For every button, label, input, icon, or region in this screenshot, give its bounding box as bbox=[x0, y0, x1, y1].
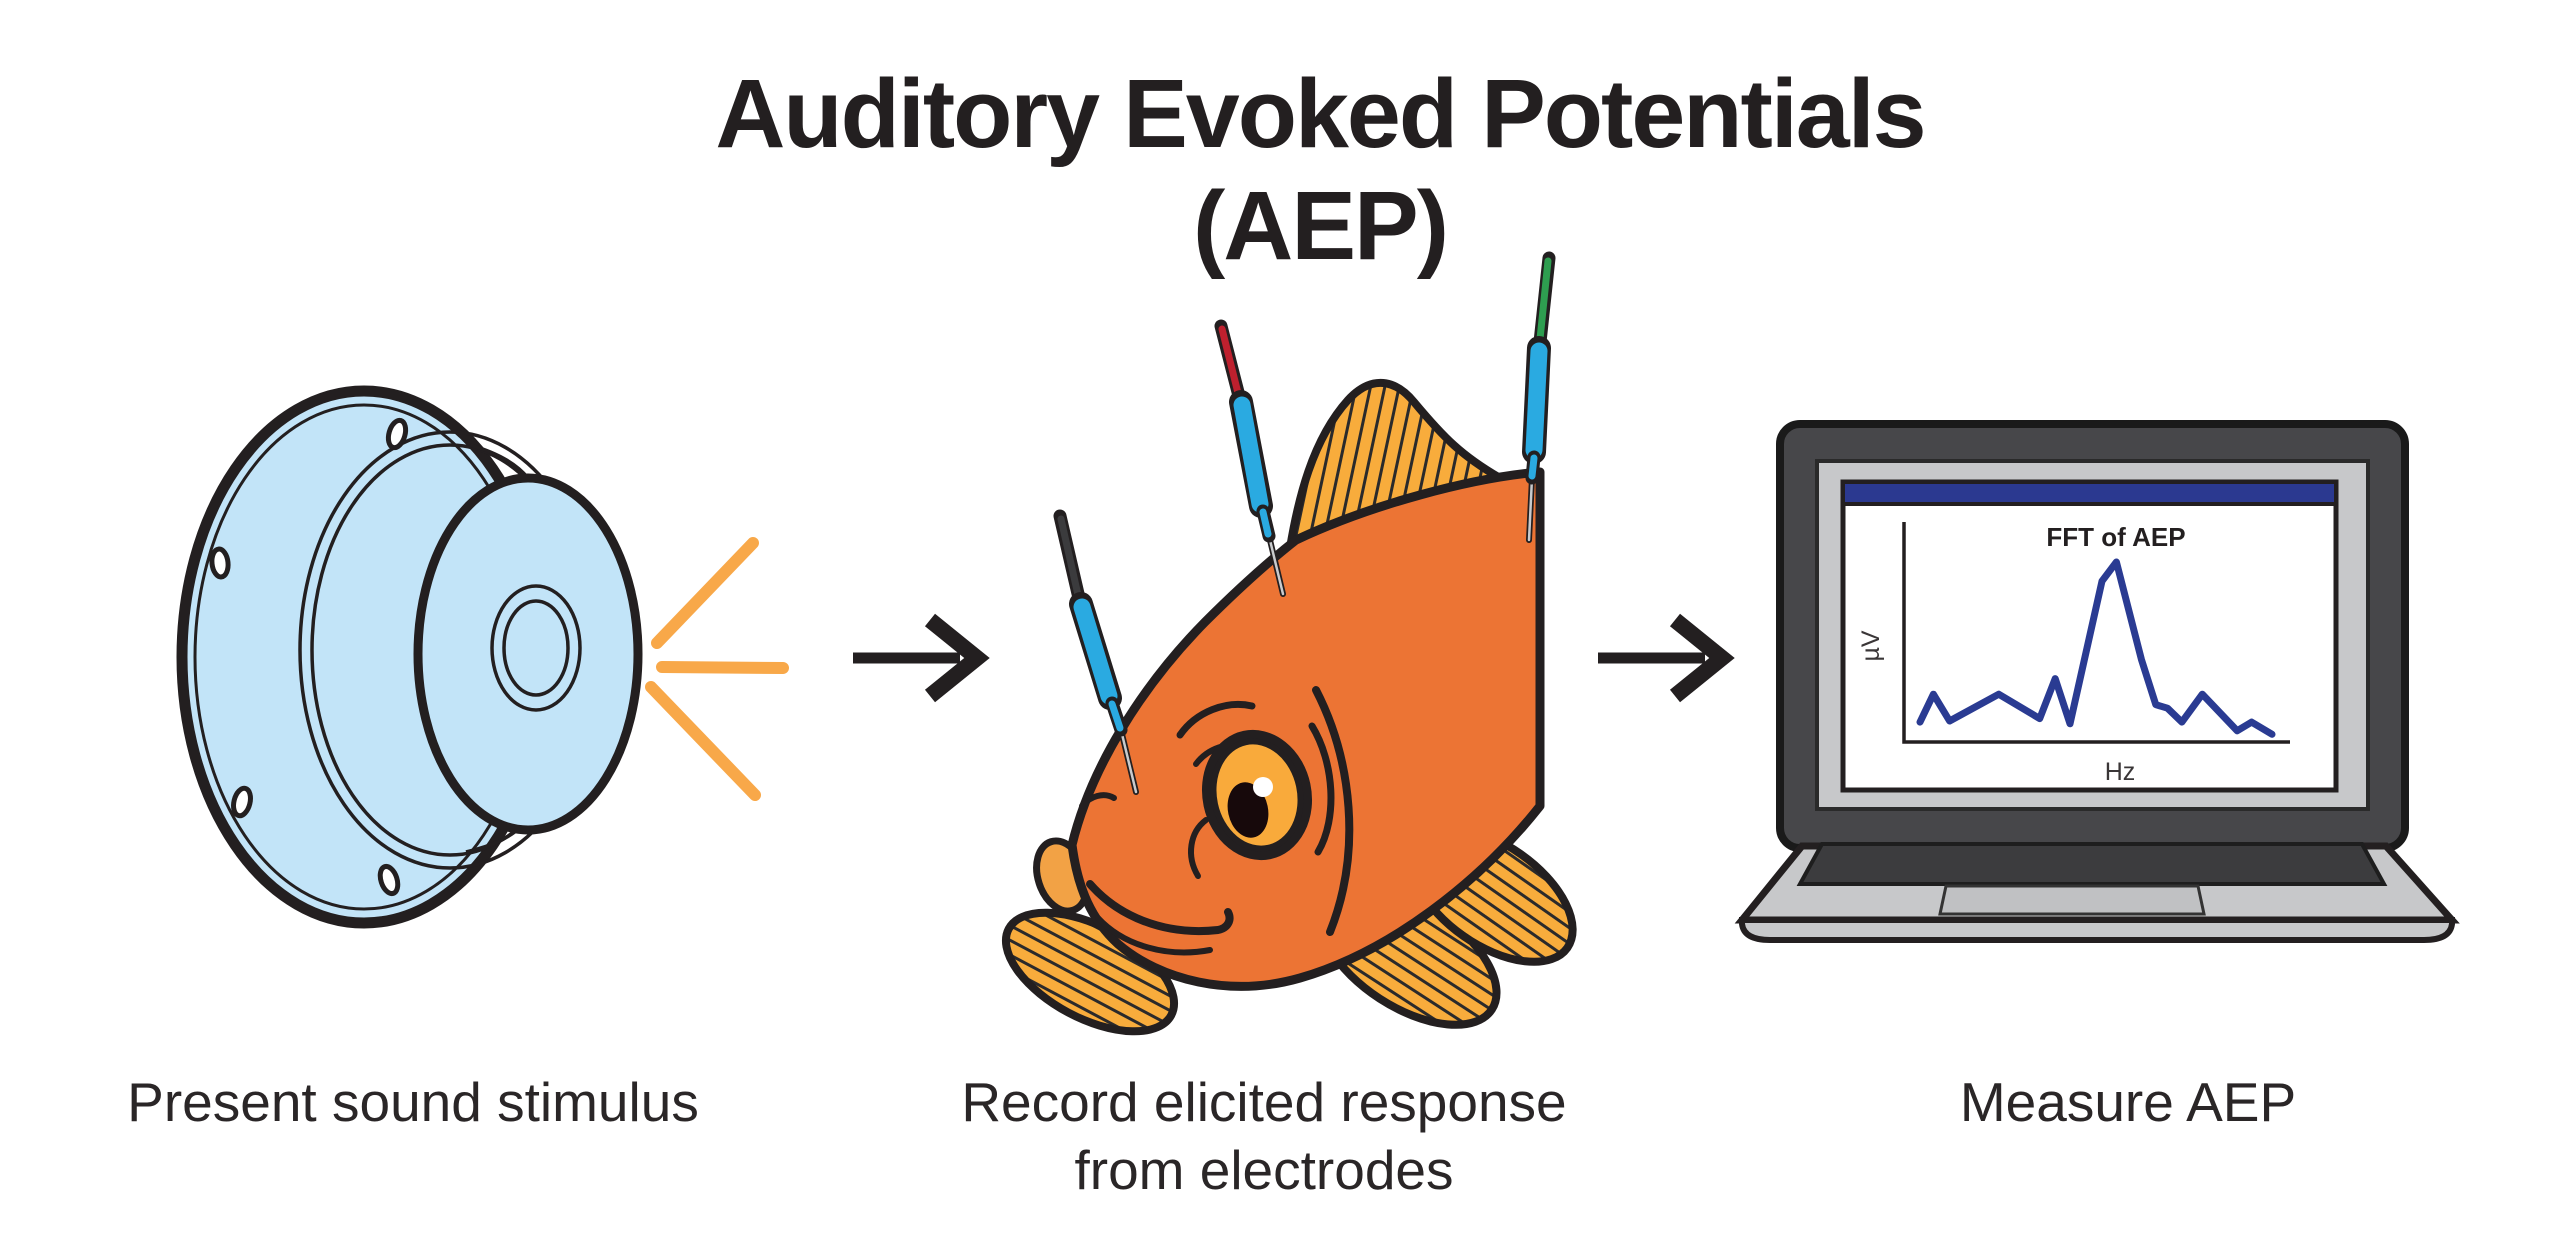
sound-wave-bottom bbox=[645, 681, 761, 801]
fish-brow-arc-outer bbox=[1176, 701, 1256, 739]
electrode-black bbox=[1053, 509, 1139, 795]
fft-xlabel: Hz bbox=[2105, 758, 2136, 786]
fft-chart: FFT of AEP µV Hz bbox=[1857, 522, 2290, 786]
electrode-red-needle-shine bbox=[1267, 534, 1285, 596]
step2-label-line1: Record elicited response bbox=[961, 1071, 1567, 1133]
fft-line bbox=[1916, 558, 2276, 738]
electrode-green-sleeve bbox=[1525, 342, 1548, 459]
laptop-base-lip bbox=[1739, 917, 2455, 943]
fft-ylabel: µV bbox=[1857, 630, 1885, 661]
sound-wave-top bbox=[651, 537, 759, 649]
electrode-red-wire bbox=[1218, 325, 1242, 397]
speaker-center-cap-outer bbox=[490, 584, 582, 712]
electrode-black-needle-shine bbox=[1119, 728, 1138, 794]
sound-waves-icon bbox=[645, 537, 789, 801]
step1-label-text: Present sound stimulus bbox=[127, 1071, 699, 1133]
laptop-illustration: FFT of AEP µV Hz bbox=[1734, 420, 2460, 943]
step2-label-line2: from electrodes bbox=[1074, 1139, 1454, 1201]
fish-nostril bbox=[1079, 792, 1117, 809]
speaker-center-cap-inner bbox=[502, 599, 570, 697]
electrode-green-taper bbox=[1528, 454, 1538, 480]
laptop-trackpad bbox=[1938, 884, 2206, 916]
fish-illustration bbox=[1001, 251, 1577, 1036]
speaker-mounting-holes bbox=[209, 417, 409, 897]
speaker-hole-top bbox=[385, 417, 409, 451]
electrode-red-taper bbox=[1259, 508, 1272, 538]
fish-face bbox=[1079, 686, 1354, 956]
fft-chart-title: FFT of AEP bbox=[2046, 522, 2185, 552]
step2-label: Record elicited response from electrodes bbox=[914, 1068, 1614, 1204]
diagram-title: Auditory Evoked Potentials (AEP) bbox=[715, 59, 1926, 280]
step3-label-text: Measure AEP bbox=[1959, 1071, 2297, 1133]
step3-label: Measure AEP bbox=[1778, 1068, 2478, 1136]
arrow-right-icon-2 bbox=[1598, 613, 1735, 703]
fish-cheek-arc-right bbox=[1308, 722, 1335, 856]
electrode-green-needle-shine bbox=[1527, 476, 1534, 542]
electrode-black-wire bbox=[1057, 515, 1082, 599]
electrode-red bbox=[1214, 319, 1286, 597]
speaker-dome bbox=[413, 473, 643, 835]
arrow2-head bbox=[1669, 613, 1735, 703]
electrode-red-sleeve bbox=[1233, 396, 1269, 513]
fish-gill-line bbox=[1312, 686, 1354, 936]
laptop-window-titlebar bbox=[1841, 480, 2338, 506]
electrode-green bbox=[1522, 251, 1556, 543]
speaker-hole-bottom-left bbox=[231, 785, 253, 819]
speaker-hole-left bbox=[209, 546, 231, 580]
speaker-hole-bottom bbox=[377, 863, 401, 897]
fish-cheek-arc-left bbox=[1188, 817, 1209, 879]
fish-eye-ring bbox=[1201, 729, 1313, 861]
electrode-black-sleeve bbox=[1073, 598, 1118, 705]
fft-axes bbox=[1902, 522, 2290, 744]
laptop-keyboard bbox=[1796, 842, 2388, 886]
arrow1-head bbox=[924, 613, 990, 703]
fish-eye-highlight bbox=[1253, 777, 1273, 797]
speaker-icon bbox=[176, 385, 643, 929]
sound-wave-middle bbox=[656, 661, 789, 674]
fish-mouth-frown-lower bbox=[1095, 915, 1213, 956]
electrode-green-wire bbox=[1536, 257, 1552, 343]
arrow-right-icon-1 bbox=[853, 613, 990, 703]
fish-eye bbox=[1201, 729, 1313, 861]
fish-eye-pupil bbox=[1227, 782, 1269, 838]
electrode-black-taper bbox=[1108, 700, 1124, 732]
step1-label: Present sound stimulus bbox=[63, 1068, 763, 1136]
fish-mouth-frown-upper bbox=[1086, 880, 1234, 935]
